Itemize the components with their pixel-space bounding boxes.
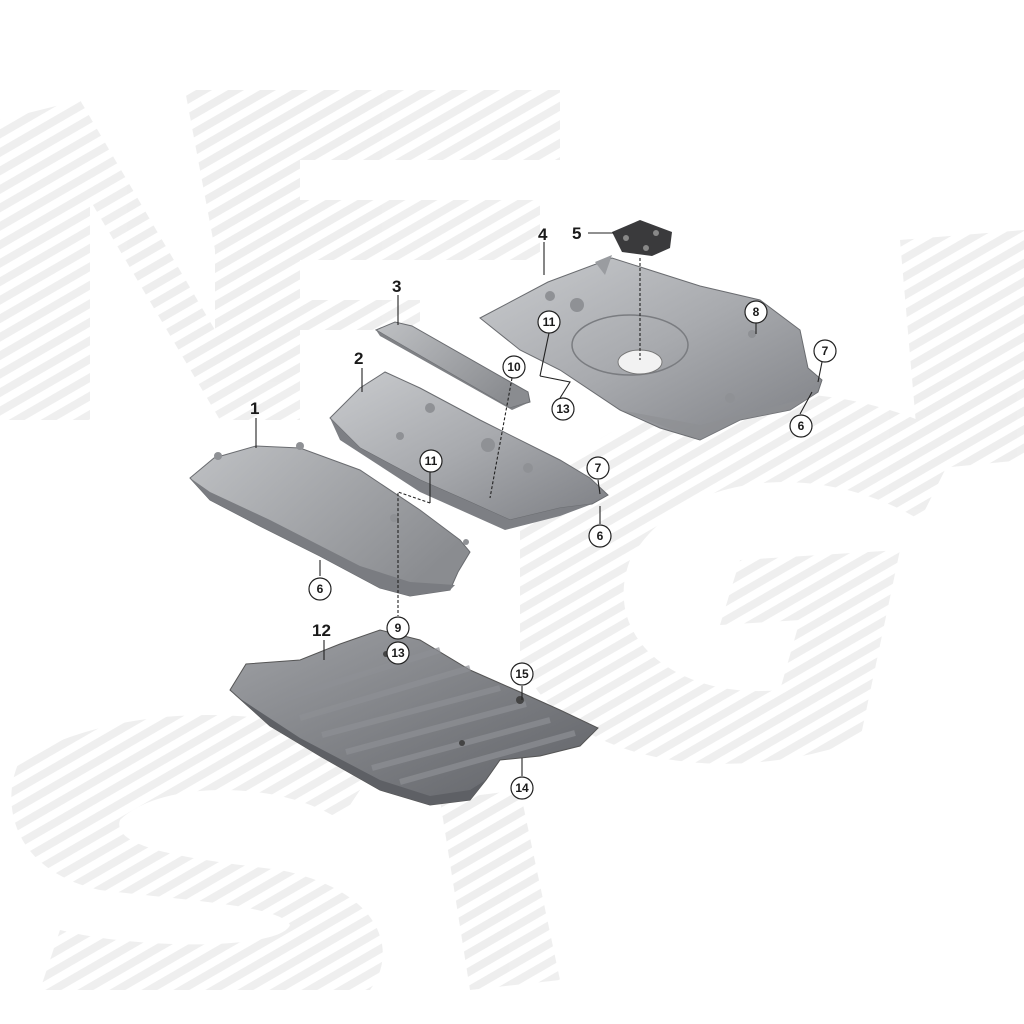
callout-circle-8[interactable]: 8 [744, 300, 768, 324]
leader-lines [255, 232, 823, 776]
watermark-letter-2 [185, 90, 560, 330]
callout-4[interactable]: 4 [538, 225, 548, 244]
svg-text:15: 15 [515, 667, 529, 681]
svg-text:13: 13 [391, 646, 405, 660]
callout-5[interactable]: 5 [572, 224, 581, 243]
watermark-letter-6 [440, 790, 560, 990]
callout-3[interactable]: 3 [392, 277, 401, 296]
svg-text:6: 6 [317, 582, 324, 596]
svg-text:7: 7 [822, 344, 829, 358]
callout-1[interactable]: 1 [250, 399, 259, 418]
part-4-rear-underbody-shield [479, 255, 823, 441]
part-callouts: 1 2 3 4 5 12 [250, 224, 581, 640]
part-5-sound-pad [612, 220, 672, 256]
callout-circle-7[interactable]: 7 [813, 339, 837, 363]
callout-circle-6-middle[interactable]: 6 [588, 524, 612, 548]
svg-text:14: 14 [515, 781, 529, 795]
svg-text:8: 8 [753, 305, 760, 319]
callout-circle-11-lower[interactable]: 11 [419, 449, 443, 473]
part-3-heat-shield-strip [374, 321, 531, 410]
callout-circle-13[interactable]: 13 [551, 397, 575, 421]
svg-text:7: 7 [595, 461, 602, 475]
svg-text:13: 13 [556, 402, 570, 416]
watermark-letter-4 [520, 393, 960, 764]
watermark-letter-5 [11, 715, 383, 990]
watermark [0, 90, 1024, 990]
svg-text:6: 6 [597, 529, 604, 543]
drain-opening [571, 314, 689, 376]
svg-text:9: 9 [395, 621, 402, 635]
callout-12[interactable]: 12 [312, 621, 331, 640]
watermark-letter-3 [900, 230, 1024, 470]
callout-circle-10[interactable]: 10 [502, 355, 526, 379]
part-12-engine-underbody-shield [229, 629, 599, 806]
part-2-center-underbody-shield [329, 371, 609, 530]
callout-circle-7-lower[interactable]: 7 [586, 456, 610, 480]
callout-circle-6-front[interactable]: 6 [308, 577, 332, 601]
callout-circle-6[interactable]: 6 [789, 414, 813, 438]
svg-text:6: 6 [798, 419, 805, 433]
svg-text:10: 10 [507, 360, 521, 374]
part-1-front-underbody-shield [189, 442, 471, 597]
callout-circle-13-lower[interactable]: 13 [386, 641, 410, 665]
callout-circle-14[interactable]: 14 [510, 776, 534, 800]
circled-callouts: 8 7 6 11 10 13 11 7 [308, 300, 837, 800]
callout-circle-11[interactable]: 11 [537, 310, 561, 334]
svg-text:11: 11 [543, 315, 556, 329]
ribs [279, 647, 576, 785]
callout-circle-9[interactable]: 9 [386, 616, 410, 640]
svg-text:11: 11 [425, 454, 438, 468]
callout-2[interactable]: 2 [354, 349, 363, 368]
callout-circle-15[interactable]: 15 [510, 662, 534, 686]
